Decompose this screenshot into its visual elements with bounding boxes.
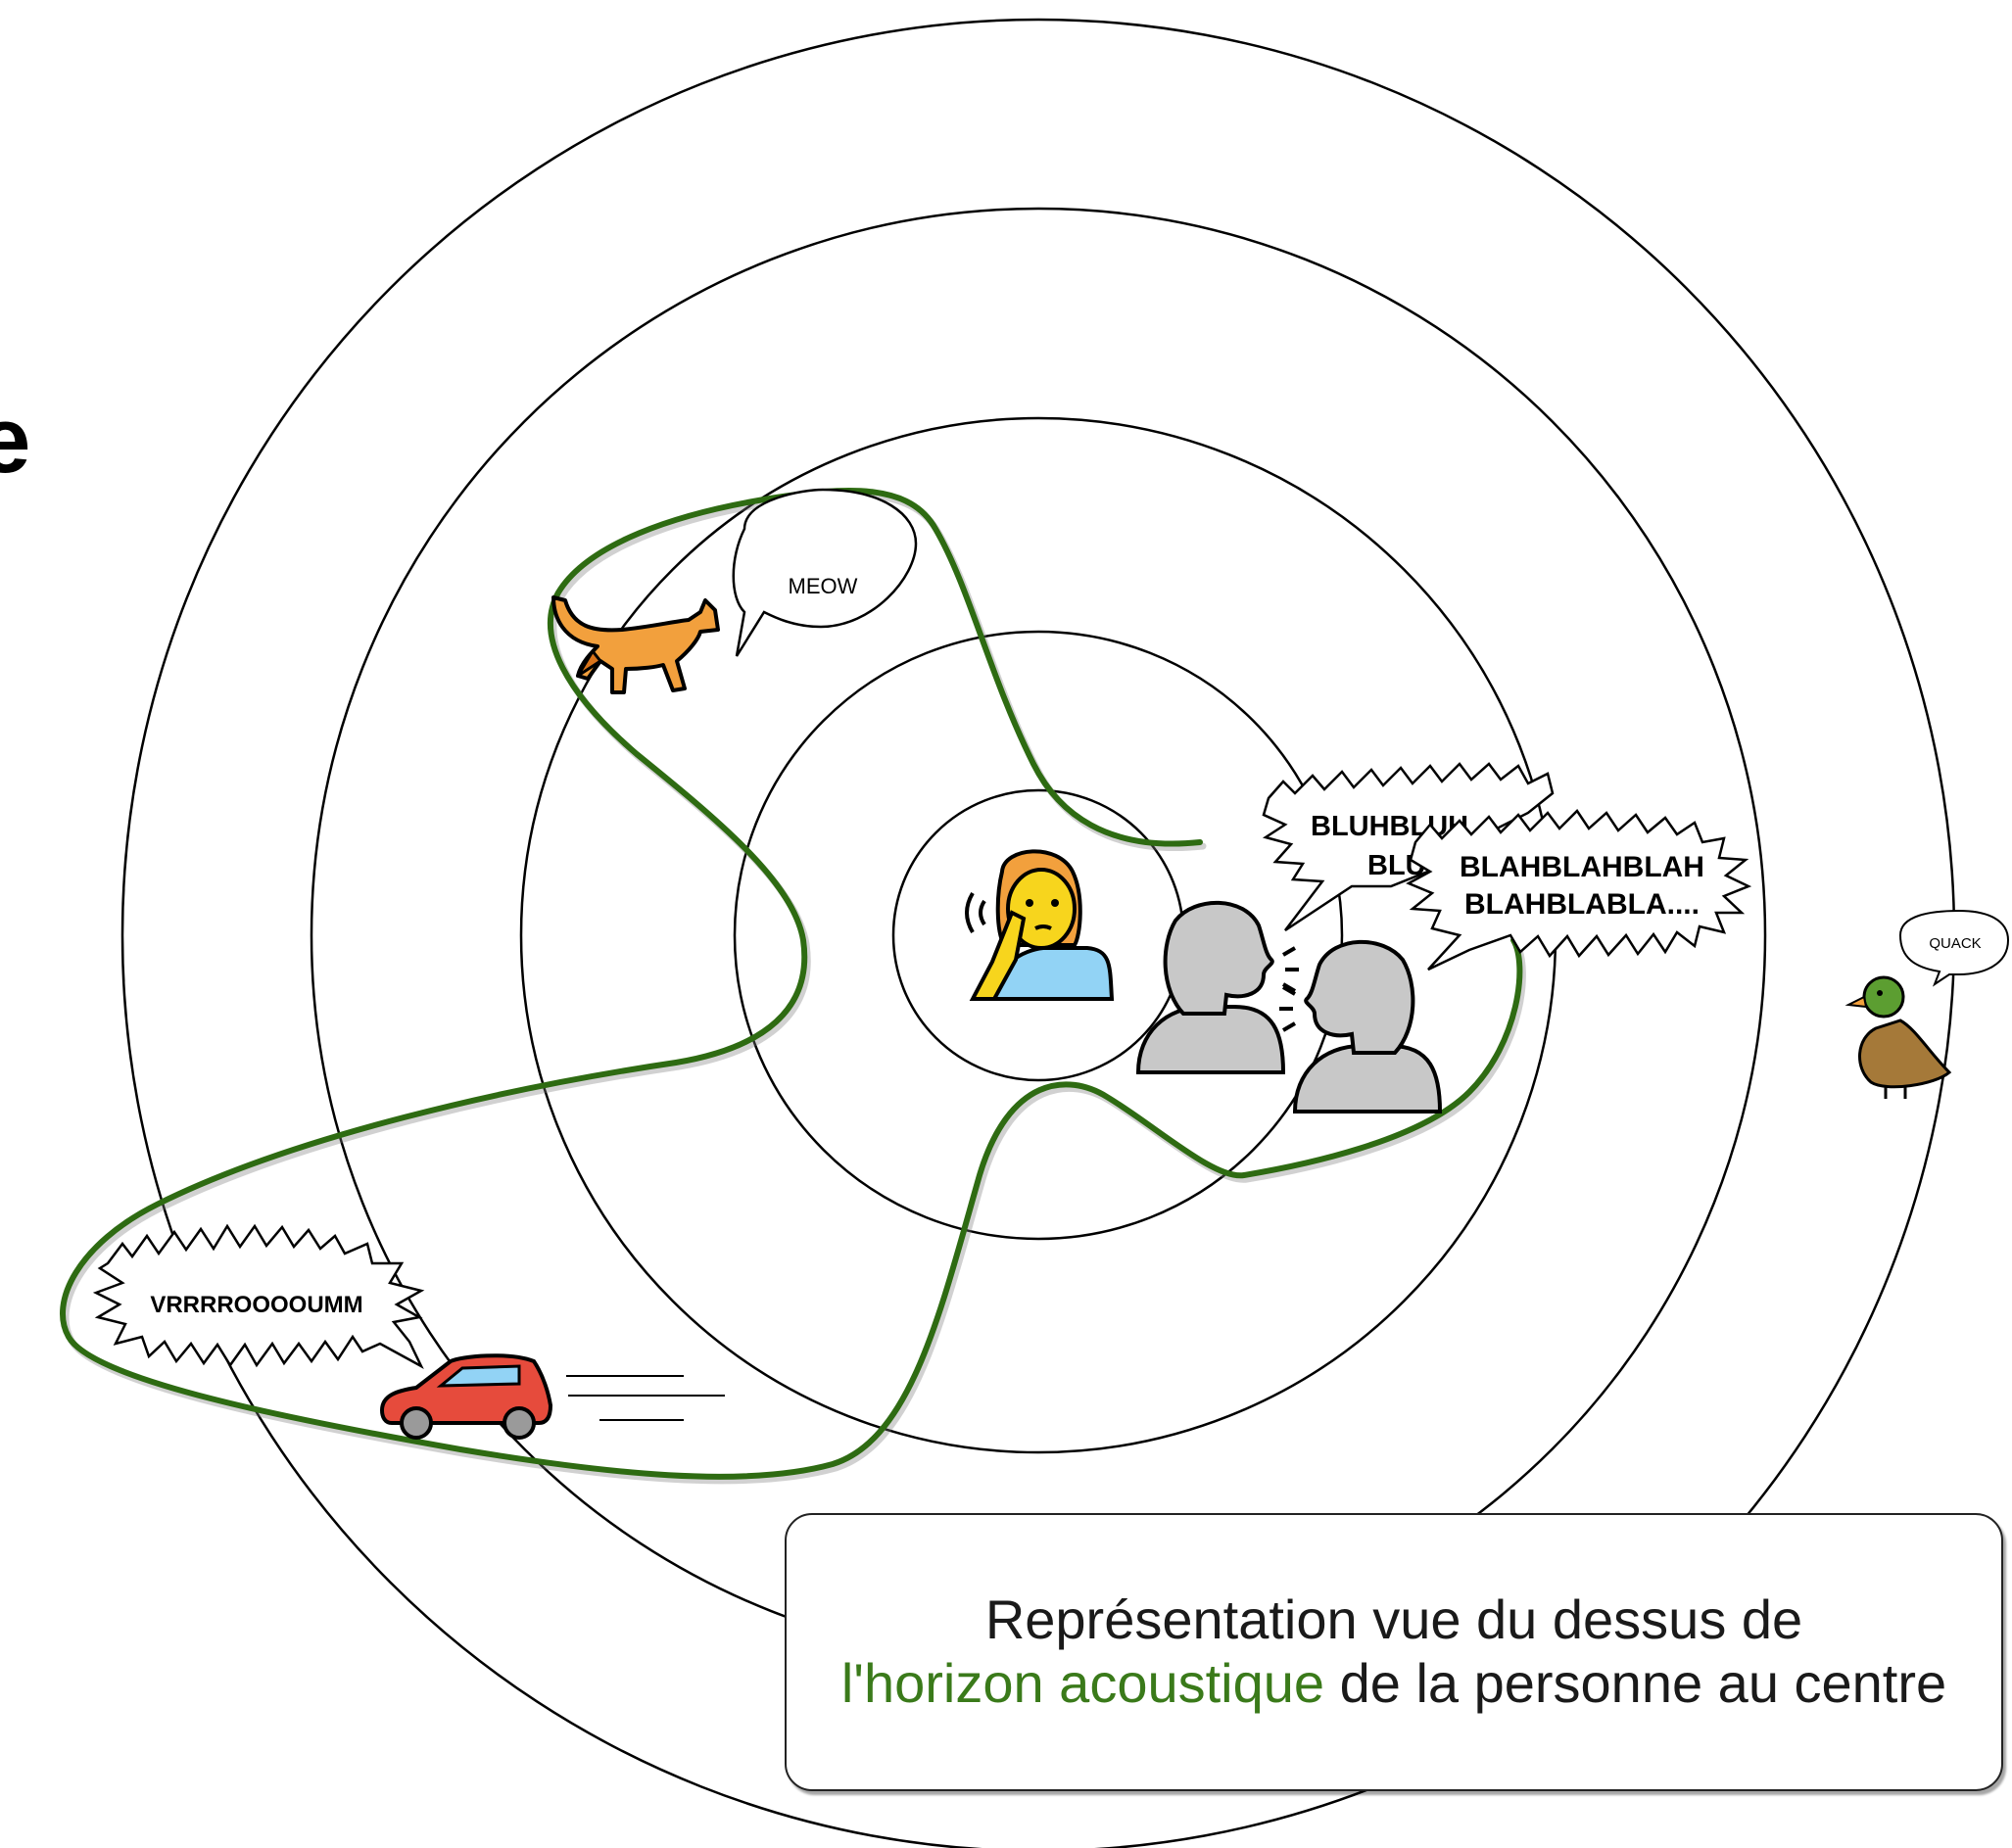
left-edge-glyph: e — [0, 388, 31, 493]
duck-icon — [1844, 975, 1952, 1099]
speaker-front-bubble-text-line2: BLAHBLABLA.... — [1464, 888, 1700, 921]
speaker-front-speech-bubble: BLAHBLAHBLAH BLAHBLABLA.... — [1406, 809, 1752, 971]
car-bubble-text: VRRRROOOOUMM — [150, 1292, 362, 1318]
listening-person-icon — [965, 849, 1115, 1001]
caption-line-1: Représentation vue du dessus de — [984, 1588, 1803, 1651]
caption-line-2: l'horizon acoustique de la personne au c… — [841, 1652, 1946, 1716]
circle-ring-2 — [733, 630, 1344, 1241]
duck-speech-bubble: QUACK — [1898, 909, 2010, 987]
car-speech-bubble: VRRRROOOOUMM — [92, 1223, 425, 1369]
speaking-person-icon — [1135, 900, 1299, 1074]
speaking-person-icon — [1279, 939, 1443, 1114]
caption-line-2-rest: de la personne au centre — [1324, 1652, 1947, 1714]
speaker-front-bubble-text-line1: BLAHBLAHBLAH — [1460, 851, 1704, 883]
car-icon — [379, 1353, 553, 1440]
cat-speech-bubble: MEOW — [732, 488, 918, 657]
caption-box: Représentation vue du dessus de l'horizo… — [785, 1513, 2003, 1791]
cat-bubble-text: MEOW — [789, 574, 858, 598]
cat-icon — [551, 595, 720, 694]
motion-lines — [566, 1375, 725, 1421]
duck-bubble-text: QUACK — [1929, 935, 1981, 952]
caption-accent-term: l'horizon acoustique — [840, 1652, 1325, 1714]
